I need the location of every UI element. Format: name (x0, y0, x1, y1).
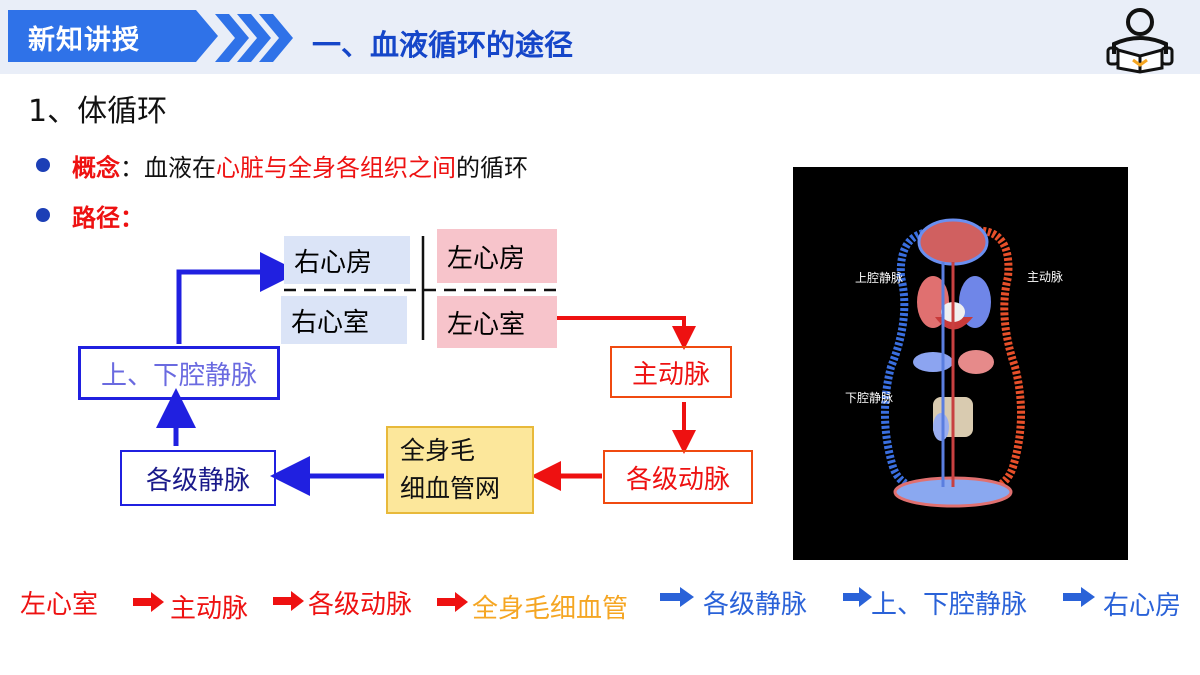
veins-box: 各级静脉 (120, 450, 276, 506)
bullet-dot (36, 158, 50, 172)
aorta-label: 主动脉 (631, 359, 710, 390)
diagram-arrows (156, 236, 696, 496)
right-ventricle-box: 右心室 (281, 296, 407, 344)
header-tag: 新知讲授 (28, 25, 140, 56)
reading-person-icon (1106, 8, 1174, 74)
circulation-photo: 上腔静脉 主动脉 下腔静脉 (793, 167, 1128, 560)
left-atrium-label: 左心房 (447, 243, 526, 274)
veins-label: 各级静脉 (145, 465, 250, 496)
concept-label: 概念 (72, 154, 120, 182)
right-atrium-label: 右心房 (294, 247, 373, 278)
photo-label-superior-vena-cava: 上腔静脉 (855, 271, 904, 285)
circulation-illustration (880, 218, 1026, 508)
chevrons-icon (215, 14, 293, 62)
bullet-dot (36, 208, 50, 222)
left-ventricle-box: 左心室 (437, 296, 557, 348)
path-arrow-icon (843, 587, 872, 607)
path-arrow-icon (437, 592, 468, 612)
page-title: 一、血液循环的途径 (312, 28, 574, 62)
left-ventricle-label: 左心室 (447, 309, 526, 340)
arteries-label: 各级动脉 (625, 464, 730, 495)
path-arrows (133, 587, 1095, 612)
concept-pre: 血液在 (144, 154, 216, 182)
left-atrium-box: 左心房 (437, 229, 557, 283)
section-title: 1、体循环 (28, 94, 168, 129)
concept-highlight: 心脏与全身各组织之间 (216, 154, 456, 182)
photo-label-inferior-vena-cava: 下腔静脉 (845, 391, 894, 405)
concept-line: 概念：血液在心脏与全身各组织之间的循环 (72, 148, 528, 183)
right-ventricle-label: 右心室 (291, 307, 370, 338)
path-step: 主动脉 (170, 594, 249, 624)
right-atrium-box: 右心房 (284, 236, 410, 284)
photo-label-aorta: 主动脉 (1027, 270, 1064, 284)
route-label: 路径： (72, 204, 144, 232)
path-step: 右心房 (1103, 591, 1182, 621)
path-step: 各级静脉 (703, 590, 808, 620)
concept-colon: ： (120, 154, 144, 182)
vena-cava-label: 上、下腔静脉 (100, 360, 257, 391)
arteries-box: 各级动脉 (603, 450, 753, 504)
vena-cava-box: 上、下腔静脉 (78, 346, 280, 400)
path-arrow-icon (660, 587, 694, 607)
path-step: 左心室 (20, 590, 99, 620)
path-arrow-icon (273, 591, 304, 611)
concept-post: 的循环 (456, 154, 528, 182)
capillary-label-line1: 全身毛 (400, 436, 476, 465)
aorta-box: 主动脉 (610, 346, 732, 398)
path-arrow-icon (1063, 587, 1095, 607)
header-tag-shape (8, 10, 218, 62)
path-arrow-icon (133, 592, 164, 612)
path-step: 上、下腔静脉 (871, 590, 1028, 620)
path-step: 全身毛细血管 (472, 594, 629, 624)
capillary-label-line2: 细血管网 (400, 474, 501, 503)
path-step: 各级动脉 (308, 590, 413, 620)
capillary-box: 全身毛 细血管网 (386, 426, 534, 514)
